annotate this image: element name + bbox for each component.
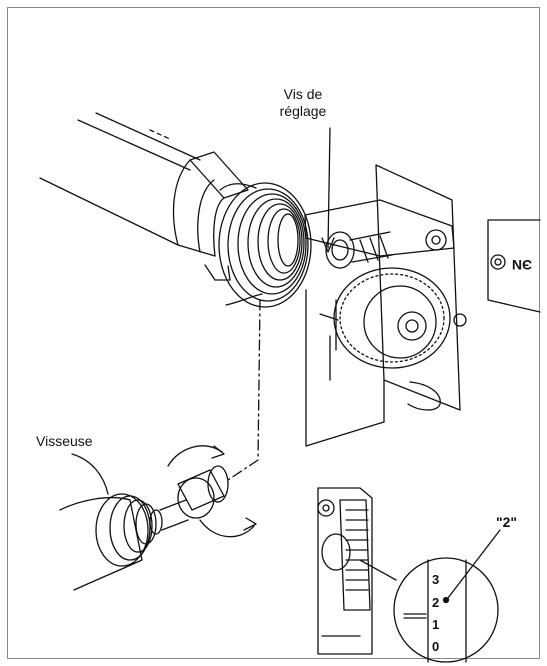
adjusting-screw-label-line2: réglage bbox=[279, 103, 327, 119]
adjusting-screw-label: Vis de réglage bbox=[268, 86, 338, 120]
detail-inset bbox=[317, 487, 501, 663]
axis-line bbox=[227, 299, 261, 481]
motor-head bbox=[172, 151, 312, 308]
scale-tick-0: 0 bbox=[432, 639, 440, 654]
adjusting-screw-label-line1: Vis de bbox=[283, 86, 323, 102]
frame-border bbox=[7, 7, 540, 659]
scale-tick-2: 2 bbox=[432, 595, 440, 610]
screwdriver-drawing bbox=[59, 445, 257, 591]
toothed-wheel bbox=[319, 267, 451, 381]
setting-value-label: "2" bbox=[496, 514, 518, 530]
motor-tube bbox=[39, 112, 201, 246]
scale-tick-3: 3 bbox=[432, 572, 440, 587]
svg-text:ЭN: ЭN bbox=[512, 257, 532, 273]
mounting-bracket bbox=[305, 164, 467, 447]
scale-tick-1: 1 bbox=[432, 617, 440, 632]
screwdriver-label: Visseuse bbox=[36, 433, 93, 449]
screw-pointer-arrow bbox=[321, 127, 335, 253]
wall-bracket: ЭN bbox=[487, 219, 541, 313]
